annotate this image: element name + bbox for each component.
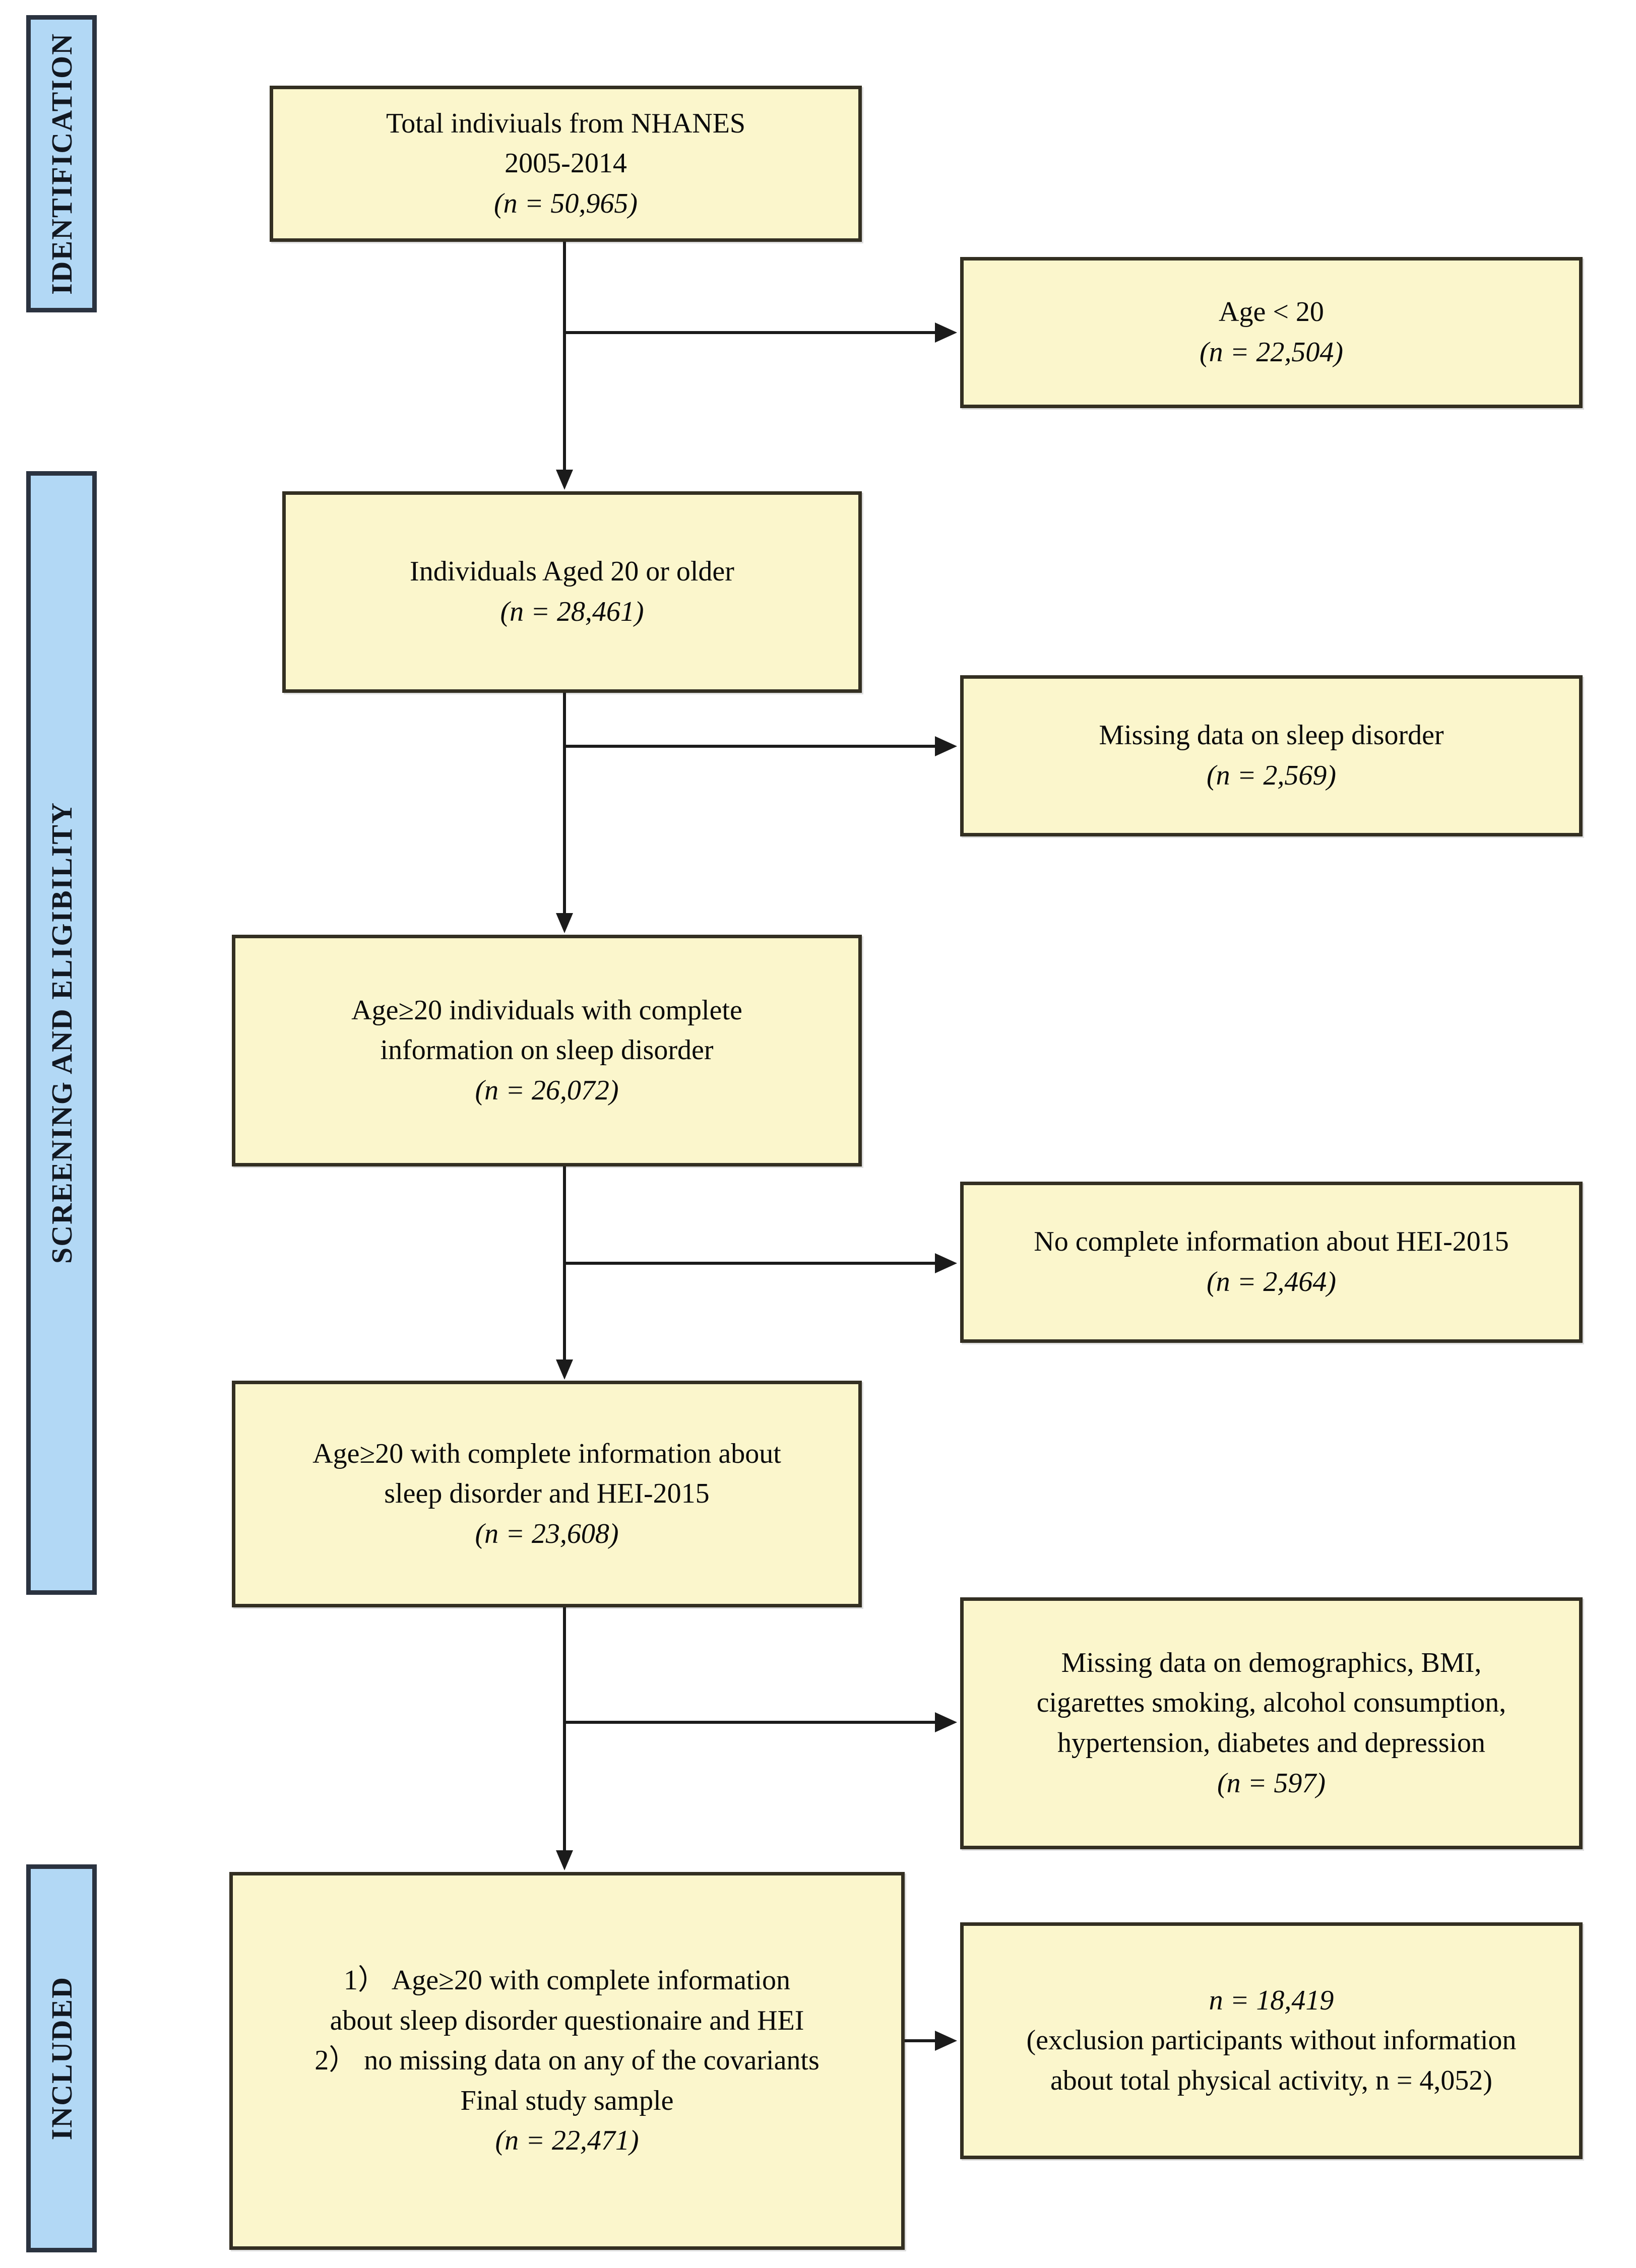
text-line: Individuals Aged 20 or older (410, 556, 734, 588)
flow-box-missing-covariates: Missing data on demographics, BMI, cigar… (960, 1597, 1583, 1849)
text-line: Missing data on demographics, BMI, (1061, 1647, 1482, 1678)
text-line: about total physical activity, n = 4,052… (1050, 2064, 1493, 2096)
flow-box-no-hei-2015-text: No complete information about HEI-2015 (… (1022, 1222, 1521, 1302)
text-line-count: (n = 2,569) (1206, 760, 1337, 791)
text-line: Age≥20 individuals with complete (351, 994, 742, 1026)
text-line: (exclusion participants without informat… (1026, 2025, 1517, 2056)
connector-arrow-down-3 (556, 1359, 573, 1380)
flow-box-age-under-20-text: Age < 20 (n = 22,504) (1187, 292, 1355, 372)
flow-box-physical-activity-subsample: n = 18,419 (exclusion participants witho… (960, 1922, 1583, 2159)
text-line-count: (n = 50,965) (493, 187, 638, 219)
flow-box-missing-sleep-disorder: Missing data on sleep disorder (n = 2,56… (960, 675, 1583, 836)
text-line-count: (n = 597) (1217, 1767, 1326, 1799)
text-line: 2） no missing data on any of the covaria… (314, 2045, 820, 2077)
text-line-count: (n = 22,504) (1199, 337, 1344, 368)
connector-arrow-right-missing-covariates (935, 1712, 957, 1732)
text-line-count: (n = 26,072) (475, 1074, 619, 1106)
stage-bar-included: INCLUDED (26, 1864, 97, 2252)
text-line: 1） Age≥20 with complete information (343, 1965, 791, 1996)
text-line: 2005-2014 (505, 148, 627, 179)
flow-box-no-hei-2015: No complete information about HEI-2015 (… (960, 1182, 1583, 1343)
text-line-count: (n = 2,464) (1206, 1266, 1337, 1298)
connector-vline-2 (563, 693, 566, 915)
connector-arrow-right-age-under-20 (935, 322, 957, 343)
stage-label-included: INCLUDED (45, 1976, 78, 2141)
flow-box-complete-sleep-and-hei: Age≥20 with complete information about s… (232, 1381, 862, 1607)
text-line: information on sleep disorder (380, 1034, 714, 1066)
connector-hline-physical-activity (905, 2039, 936, 2042)
text-line: sleep disorder and HEI-2015 (384, 1478, 710, 1510)
connector-arrow-right-no-hei-2015 (935, 1253, 957, 1273)
text-line-count: (n = 28,461) (500, 596, 644, 627)
connector-hline-missing-sleep-disorder (563, 745, 938, 748)
flow-box-complete-sleep-and-hei-text: Age≥20 with complete information about s… (300, 1434, 793, 1554)
connector-arrow-right-missing-sleep-disorder (935, 736, 957, 756)
text-line-count: (n = 22,471) (495, 2125, 639, 2157)
flow-box-total-individuals: Total indiviuals from NHANES 2005-2014 (… (270, 86, 862, 242)
flow-box-aged-20-or-older-text: Individuals Aged 20 or older (n = 28,461… (398, 552, 746, 632)
stage-bar-screening: SCREENING AND ELIGIBILITY (26, 471, 97, 1595)
flow-box-total-individuals-text: Total indiviuals from NHANES 2005-2014 (… (374, 104, 758, 224)
connector-arrow-down-2 (556, 913, 573, 933)
text-line: Age < 20 (1219, 296, 1324, 328)
flow-box-aged-20-or-older: Individuals Aged 20 or older (n = 28,461… (282, 491, 862, 693)
text-line: Missing data on sleep disorder (1099, 720, 1444, 751)
flow-box-missing-covariates-text: Missing data on demographics, BMI, cigar… (1025, 1643, 1519, 1803)
text-line: Total indiviuals from NHANES (386, 107, 746, 139)
connector-hline-age-under-20 (563, 331, 938, 334)
flow-box-physical-activity-subsample-text: n = 18,419 (exclusion participants witho… (1014, 1981, 1528, 2101)
text-line: No complete information about HEI-2015 (1034, 1226, 1509, 1258)
stage-label-screening: SCREENING AND ELIGIBILITY (45, 802, 78, 1264)
flow-box-final-study-sample: 1） Age≥20 with complete information abou… (229, 1872, 905, 2250)
connector-vline-1 (563, 242, 566, 471)
text-line: Age≥20 with complete information about (312, 1438, 781, 1469)
connector-vline-4 (563, 1607, 566, 1852)
text-line-count: (n = 23,608) (475, 1518, 619, 1549)
flow-box-complete-sleep-disorder: Age≥20 individuals with complete informa… (232, 935, 862, 1167)
flow-box-final-study-sample-text: 1） Age≥20 with complete information abou… (302, 1961, 832, 2161)
text-line: about sleep disorder questionaire and HE… (330, 2004, 804, 2036)
connector-hline-missing-covariates (563, 1721, 938, 1724)
connector-arrow-down-1 (556, 470, 573, 490)
text-line: Final study sample (460, 2085, 674, 2116)
connector-hline-no-hei-2015 (563, 1262, 938, 1265)
text-line-count: n = 18,419 (1209, 1984, 1334, 2016)
stage-label-identification: IDENTIFICATION (45, 32, 78, 295)
flow-box-complete-sleep-disorder-text: Age≥20 individuals with complete informa… (339, 991, 754, 1111)
connector-arrow-right-physical-activity (935, 2031, 957, 2051)
connector-arrow-down-4 (556, 1850, 573, 1870)
text-line: hypertension, diabetes and depression (1057, 1727, 1486, 1759)
stage-bar-identification: IDENTIFICATION (26, 15, 97, 312)
flow-box-age-under-20: Age < 20 (n = 22,504) (960, 257, 1583, 408)
flow-box-missing-sleep-disorder-text: Missing data on sleep disorder (n = 2,56… (1087, 716, 1456, 796)
text-line: cigarettes smoking, alcohol consumption, (1036, 1687, 1506, 1719)
